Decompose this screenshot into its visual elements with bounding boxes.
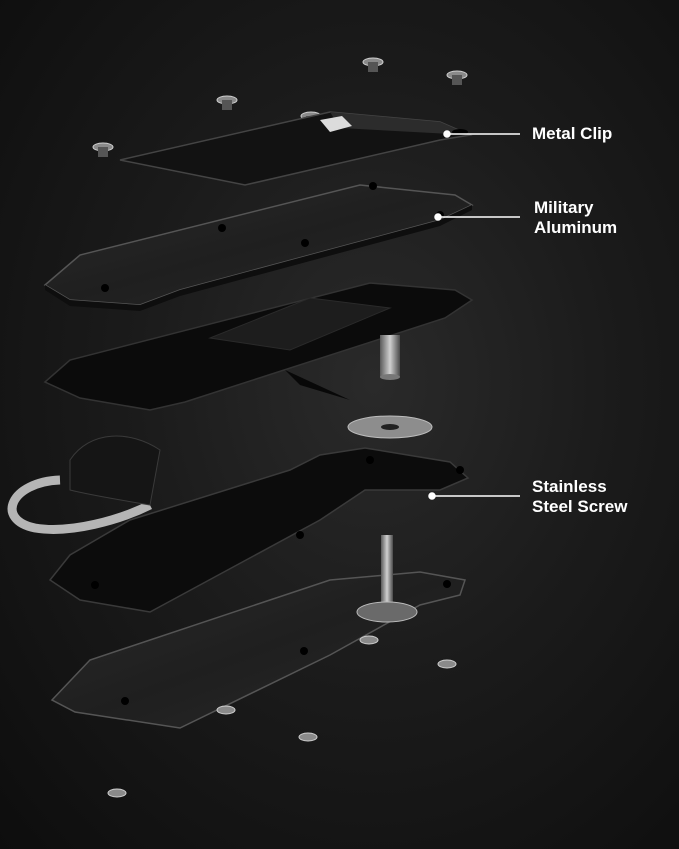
- callout-stainless-steel-screw-line-2: Steel Screw: [532, 497, 628, 516]
- callout-military-aluminum-line-1: Military: [534, 198, 594, 217]
- gasket-plate-part: [43, 282, 474, 411]
- steel-screw-part: [356, 535, 418, 623]
- callout-metal-clip: Metal Clip: [532, 124, 612, 144]
- washer-part: [347, 415, 433, 439]
- callout-military-aluminum: Military Aluminum: [534, 198, 617, 238]
- aluminum-plate-part: [43, 182, 474, 311]
- base-plate-part: [48, 447, 470, 613]
- callout-military-aluminum-line-2: Aluminum: [534, 218, 618, 237]
- callout-stainless-steel-screw-line-1: Stainless: [532, 477, 607, 496]
- callout-lines: [428, 130, 520, 500]
- bottom-screws: [107, 635, 457, 798]
- metal-clip-part: [119, 111, 473, 186]
- d-ring-part: [7, 435, 161, 534]
- callout-stainless-steel-screw: Stainless Steel Screw: [532, 477, 627, 517]
- callout-metal-clip-line-1: Metal Clip: [532, 124, 613, 143]
